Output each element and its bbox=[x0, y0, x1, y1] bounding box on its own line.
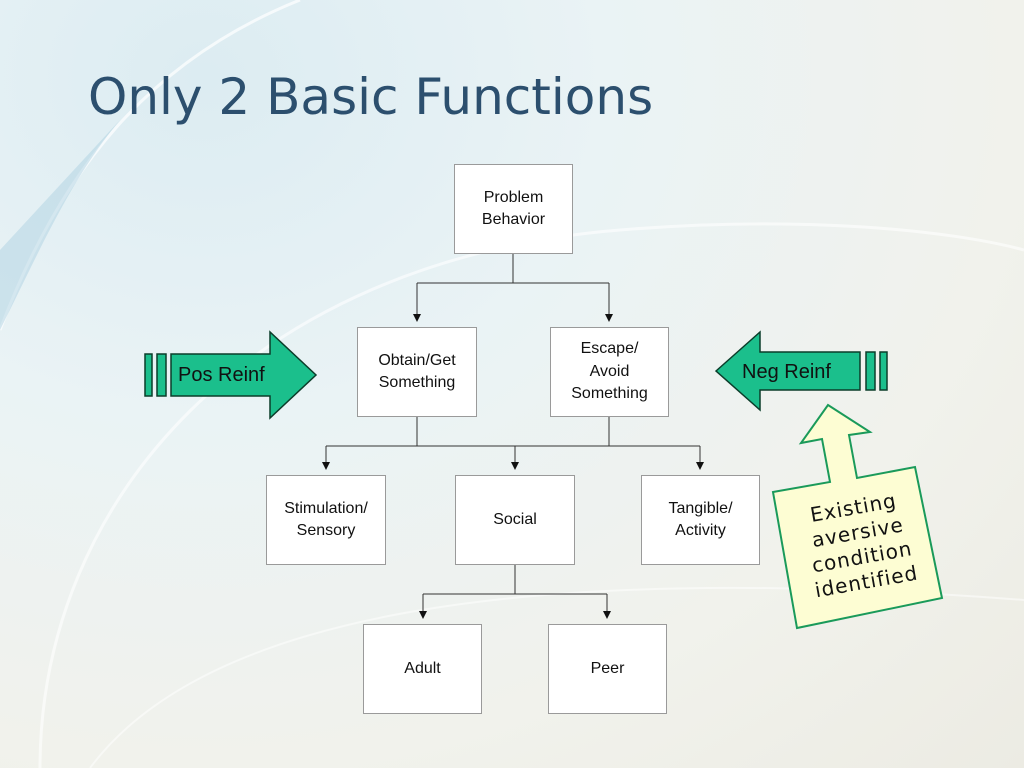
node-peer: Peer bbox=[548, 624, 667, 714]
slide-title: Only 2 Basic Functions bbox=[88, 68, 654, 126]
node-social: Social bbox=[455, 475, 575, 565]
node-tangible-activity: Tangible/ Activity bbox=[641, 475, 760, 565]
node-stimulation-sensory: Stimulation/ Sensory bbox=[266, 475, 386, 565]
node-escape-avoid-something: Escape/ Avoid Something bbox=[550, 327, 669, 417]
pos-reinf-label: Pos Reinf bbox=[178, 364, 265, 386]
neg-reinf-label: Neg Reinf bbox=[742, 361, 831, 383]
callout-existing-aversive-condition: Existing aversive condition identified bbox=[808, 488, 920, 603]
node-problem-behavior: Problem Behavior bbox=[454, 164, 573, 254]
node-obtain-get-something: Obtain/Get Something bbox=[357, 327, 477, 417]
node-adult: Adult bbox=[363, 624, 482, 714]
